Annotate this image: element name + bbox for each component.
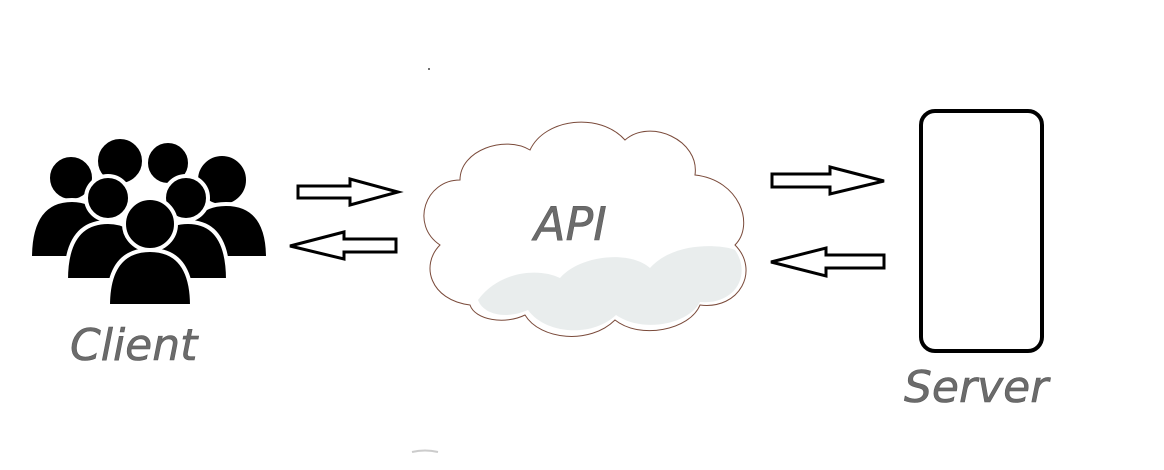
- arrow-server-to-api: [770, 246, 886, 278]
- client-label: Client: [70, 320, 199, 371]
- arrow-api-to-client: [289, 230, 398, 261]
- group-of-people-icon: [27, 135, 271, 308]
- stray-mark: [411, 449, 439, 453]
- arrow-client-to-api: [296, 177, 404, 207]
- arrow-api-to-server: [770, 165, 885, 196]
- server-label: Server: [904, 362, 1051, 413]
- stray-dot: [428, 68, 430, 70]
- server-box-icon: [919, 109, 1044, 353]
- cloud-icon: [423, 121, 747, 337]
- api-label: API: [531, 197, 607, 251]
